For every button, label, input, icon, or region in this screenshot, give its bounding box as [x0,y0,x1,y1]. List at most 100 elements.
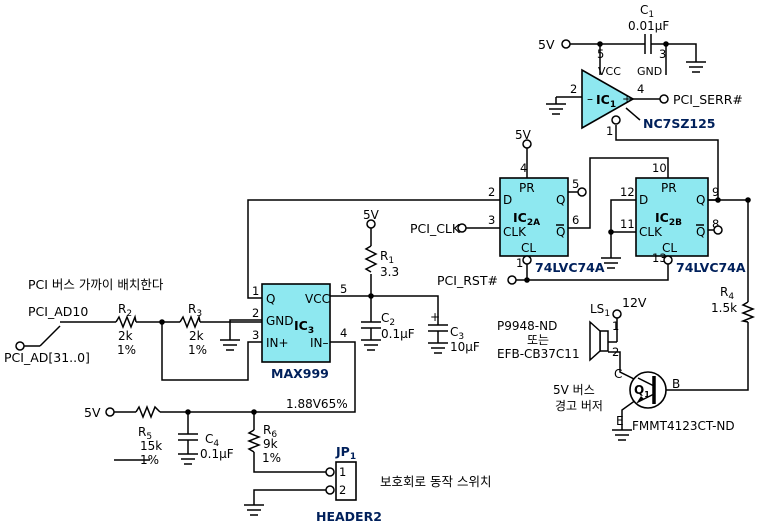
v5-label-ic1: 5V [538,37,555,52]
resistor-r5: R5 15k 1% [135,404,162,467]
svg-text:3: 3 [252,328,259,342]
svg-text:8: 8 [712,217,719,231]
ic2b-name: IC2B [655,210,682,228]
svg-text:15k: 15k [140,439,162,453]
svg-text:0.1μF: 0.1μF [381,327,415,341]
net-pci-ad10: PCI_AD10 [28,304,88,319]
svg-text:EFB-CB37C11: EFB-CB37C11 [497,347,580,361]
jp1-ref: JP1 [335,444,356,462]
svg-text:1: 1 [339,465,346,479]
svg-text:Q: Q [696,225,705,239]
svg-text:1.5k: 1.5k [711,301,737,315]
v5-label-ic2: 5V [515,128,532,142]
svg-text:5: 5 [597,47,604,61]
svg-text:5: 5 [572,177,579,191]
svg-text:CL: CL [662,241,677,255]
svg-text:+: + [430,310,440,324]
ic2a-part-label: 74LVC74A [535,260,605,275]
svg-text:1: 1 [606,124,613,138]
svg-text:1: 1 [516,256,523,270]
svg-text:5V 버스: 5V 버스 [553,383,595,397]
svg-text:–: – [587,92,593,106]
svg-text:0.1μF: 0.1μF [200,447,234,461]
v5-label-r1: 5V [363,208,380,222]
svg-text:Q: Q [696,193,705,207]
svg-text:1%: 1% [140,453,159,467]
net-terminals: 5V PCI_SERR# 5V PCI_CLK PCI_RST# 5V PCI_… [4,37,743,420]
svg-text:CLK: CLK [639,225,663,239]
svg-text:1: 1 [252,284,259,298]
svg-text:또는: 또는 [527,333,549,347]
net-pci-serr: PCI_SERR# [673,92,743,107]
svg-text:C: C [614,367,622,381]
junctions [159,41,751,415]
svg-text:PR: PR [519,181,535,195]
q1-part-label: FMMT4123CT-ND [632,419,735,433]
ic1-oe-bubble [611,115,621,125]
capacitor-c1: C1 0.01μF [628,3,669,54]
svg-text:2k: 2k [118,329,133,343]
svg-text:5: 5 [340,282,347,296]
capacitor-c4: C4 0.1μF [178,432,234,461]
svg-text:Q1: Q1 [634,383,650,399]
net-pci-rst: PCI_RST# [437,273,498,288]
svg-text:2k: 2k [189,329,204,343]
svg-text:+: + [622,92,632,106]
svg-text:10: 10 [652,161,667,175]
svg-text:11: 11 [620,217,635,231]
svg-text:10μF: 10μF [450,340,480,354]
svg-text:Q: Q [556,193,565,207]
svg-text:4: 4 [520,161,527,175]
svg-text:CL: CL [521,241,536,255]
svg-text:R4: R4 [720,285,734,302]
svg-text:C2: C2 [381,311,395,328]
transistor-q1: Q1 C B E FMMT4123CT-ND 5V 버스 경고 버저 [553,367,735,433]
svg-text:2: 2 [570,82,577,96]
svg-text:1%: 1% [117,343,136,357]
svg-text:CLK: CLK [503,225,527,239]
v5-label-divider: 5V [84,405,101,420]
resistor-r6: R6 9k 1% [246,423,281,465]
svg-text:IN–: IN– [310,336,329,350]
svg-text:C4: C4 [205,432,219,449]
svg-text:12: 12 [620,185,635,199]
ic1-part-label: NC7SZ125 [643,116,716,131]
net-vref: 1.88V65% [286,397,348,411]
svg-text:B: B [672,377,680,391]
ic2a-name: IC2A [513,210,540,228]
svg-text:R3: R3 [188,302,202,319]
svg-text:2: 2 [488,185,495,199]
svg-text:GND: GND [266,314,294,328]
svg-text:2: 2 [612,345,619,359]
svg-text:3.3: 3.3 [380,265,399,279]
svg-text:6: 6 [572,213,579,227]
resistor-r2: R2 2k 1% [115,302,137,357]
ic2a-flipflop: D CLK PR CL Q Q IC2A 4 2 3 1 5 6 74LVC74… [488,161,605,275]
svg-text:R6: R6 [263,423,277,440]
svg-text:VCC: VCC [305,292,330,306]
svg-text:D: D [639,193,648,207]
svg-text:9: 9 [712,185,719,199]
ic2b-flipflop: D CLK PR CL Q Q IC2B 10 12 11 13 9 8 74L… [620,161,746,275]
resistor-r4: R4 1.5k [711,285,756,323]
svg-text:R5: R5 [138,425,152,442]
ic3-comparator: Q GND IN+ VCC IN– IC3 1 2 3 5 4 MAX999 [252,282,347,381]
ic1-name: IC1 [596,92,616,110]
svg-text:4: 4 [637,82,644,96]
buzzer-ls1: LS1 1 2 P9948-ND 또는 EFB-CB37C11 [497,302,619,362]
capacitor-c3: + C3 10μF [428,310,480,354]
svg-text:1%: 1% [188,343,207,357]
ic3-part-label: MAX999 [271,366,329,381]
resistor-r3: R3 2k 1% [179,302,207,357]
c1-ref: C1 [640,3,654,20]
svg-text:E: E [616,414,624,428]
net-pci-clk: PCI_CLK [410,221,461,236]
svg-text:1: 1 [612,319,619,333]
jp1-note: 보호회로 동작 스위치 [380,474,491,489]
header-jp1: 1 2 JP1 HEADER2 보호회로 동작 스위치 [316,444,491,524]
svg-text:R2: R2 [118,302,132,319]
placement-note: PCI 버스 가까이 배치한다 [28,277,164,292]
svg-text:IN+: IN+ [266,336,289,350]
ic1-buffer: IC1 – + VCC GND 5 3 2 4 1 NC7SZ125 [570,47,716,138]
